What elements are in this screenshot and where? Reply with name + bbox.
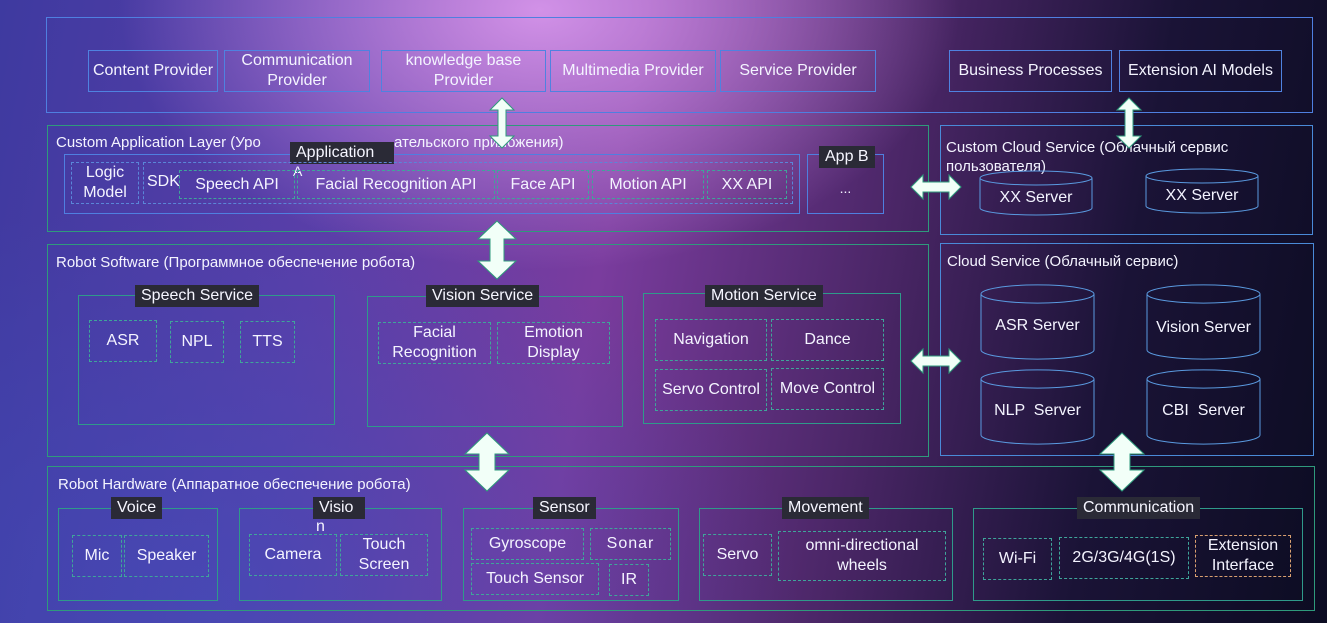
robot-software-title: Robot Software (Программное обеспечение … <box>56 254 416 271</box>
hw-extension-interface: Extension Interface <box>1195 535 1291 577</box>
database-icon <box>980 284 1095 360</box>
robot-hardware-layer <box>47 466 1315 611</box>
hw-servo: Servo <box>703 534 772 576</box>
speech-tts: TTS <box>240 321 295 363</box>
custom-xx-server-1: XX Server <box>979 170 1093 216</box>
custom-app-layer-title-left: Custom Application Layer (Уро <box>56 134 261 151</box>
arrow-providers-to-app <box>488 97 516 149</box>
database-icon <box>1145 168 1259 214</box>
motion-servo-control: Servo Control <box>655 369 767 411</box>
hw-vision-label: Visio <box>313 497 365 519</box>
api-motion: Motion API <box>592 170 704 199</box>
hw-sensor-label: Sensor <box>533 497 596 519</box>
database-icon <box>979 170 1093 216</box>
application-a-label: Application <box>290 142 394 164</box>
arrow-extension-to-custom-cloud <box>1115 97 1143 149</box>
hw-mic: Mic <box>72 535 122 577</box>
cloud-nlp-server: NLP Server <box>980 369 1095 445</box>
vision-service-label: Vision Service <box>426 285 540 307</box>
hw-cellular: 2G/3G/4G(1S) <box>1059 537 1189 579</box>
logic-model: Logic Model <box>71 162 139 204</box>
arrow-software-to-cloud <box>910 347 962 375</box>
speech-npl: NPL <box>170 321 224 363</box>
speech-asr: ASR <box>89 320 157 362</box>
motion-dance: Dance <box>771 319 884 361</box>
database-icon <box>980 369 1095 445</box>
database-icon <box>1146 284 1261 360</box>
arrow-app-to-software <box>476 220 518 280</box>
custom-app-layer-title-right: ательского приложения) <box>394 134 564 151</box>
custom-xx-server-2: XX Server <box>1145 168 1259 214</box>
api-face: Face API <box>497 170 589 199</box>
hw-touch-screen: Touch Screen <box>340 534 428 576</box>
hw-speaker: Speaker <box>124 535 209 577</box>
robot-hardware-title: Robot Hardware (Аппаратное обеспечение р… <box>58 476 411 493</box>
arrow-software-to-hardware <box>463 432 511 492</box>
hw-vision-label-wrap: n <box>316 518 325 535</box>
hw-voice-label: Voice <box>111 497 163 519</box>
hw-movement-label: Movement <box>782 497 869 519</box>
api-facial-recognition: Facial Recognition API <box>297 170 495 199</box>
cloud-asr-server: ASR Server <box>980 284 1095 360</box>
cloud-service-title: Cloud Service (Облачный сервис) <box>947 253 1179 270</box>
motion-navigation: Navigation <box>655 319 767 361</box>
hw-touch-sensor: Touch Sensor <box>471 563 599 595</box>
motion-service-label: Motion Service <box>705 285 823 307</box>
provider-content: Content Provider <box>88 50 218 92</box>
cloud-vision-server: Vision Server <box>1146 284 1261 360</box>
provider-service: Service Provider <box>720 50 876 92</box>
app-b-label: App B <box>819 146 875 168</box>
motion-move-control: Move Control <box>771 368 884 410</box>
provider-multimedia: Multimedia Provider <box>550 50 716 92</box>
cloud-cbi-server: CBI Server <box>1146 369 1261 445</box>
extension-ai-models: Extension AI Models <box>1119 50 1282 92</box>
vision-facial-recognition: Facial Recognition <box>378 322 491 364</box>
app-b-ellipsis: ... <box>839 180 852 196</box>
sdk-container <box>143 162 793 204</box>
hw-camera: Camera <box>249 534 337 576</box>
hw-sonar: Sonar <box>590 528 671 560</box>
sdk-label: SDK <box>147 173 180 190</box>
hw-omni-wheels: omni-directional wheels <box>778 531 946 581</box>
hw-ir: IR <box>609 564 649 596</box>
hw-wifi: Wi-Fi <box>983 538 1052 580</box>
business-processes: Business Processes <box>949 50 1112 92</box>
arrow-cloud-to-hardware <box>1098 432 1146 492</box>
api-speech: Speech API <box>179 170 295 199</box>
provider-knowledge-base: knowledge base Provider <box>381 50 546 92</box>
speech-service-label: Speech Service <box>135 285 260 307</box>
api-xx: XX API <box>707 170 787 199</box>
vision-emotion-display: Emotion Display <box>497 322 610 364</box>
hw-communication-label: Communication <box>1077 497 1201 519</box>
database-icon <box>1146 369 1261 445</box>
provider-communication: Communication Provider <box>224 50 370 92</box>
providers-layer <box>46 17 1313 113</box>
application-a-container <box>64 154 800 214</box>
arrow-app-to-custom-cloud <box>910 173 962 201</box>
hw-gyroscope: Gyroscope <box>471 528 584 560</box>
